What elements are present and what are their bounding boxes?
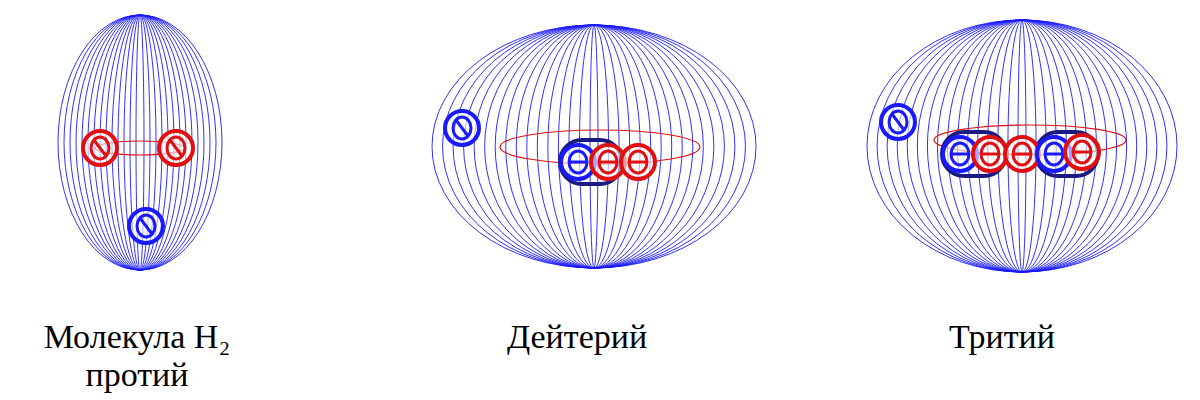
figure-caption: Тритий xyxy=(852,318,1152,356)
nucleus-capsule xyxy=(1036,132,1098,176)
electron-symbol xyxy=(129,209,163,243)
field-line xyxy=(937,20,1106,272)
electron-symbol xyxy=(881,105,915,139)
field-line xyxy=(443,25,746,268)
proton-symbol xyxy=(159,131,193,165)
field-line xyxy=(516,25,671,268)
field-line xyxy=(76,15,204,270)
electron-symbol xyxy=(445,111,479,145)
field-line xyxy=(58,15,222,270)
nucleus-capsule xyxy=(942,132,1006,176)
field-line xyxy=(474,25,714,268)
proton-symbol xyxy=(973,137,1007,171)
field-line xyxy=(917,20,1126,272)
field-line xyxy=(897,20,1147,272)
field-line xyxy=(485,25,704,268)
field-line xyxy=(527,25,661,268)
proton-symbol xyxy=(1005,137,1039,171)
field-line xyxy=(506,25,683,268)
field-line xyxy=(877,20,1167,272)
field-line xyxy=(927,20,1116,272)
field-line xyxy=(590,25,598,268)
field-line xyxy=(968,20,1077,272)
field-lines xyxy=(58,15,222,270)
field-line xyxy=(118,15,162,270)
field-line xyxy=(432,25,756,268)
field-line xyxy=(453,25,735,268)
field-line xyxy=(70,15,210,270)
field-lines xyxy=(867,20,1177,272)
field-line xyxy=(907,20,1136,272)
figure-caption: Молекула H₂ протий xyxy=(22,318,252,394)
field-line xyxy=(558,25,629,268)
field-line xyxy=(464,25,725,268)
field-line xyxy=(495,25,693,268)
field-line xyxy=(887,20,1157,272)
field-line xyxy=(64,15,216,270)
field-line xyxy=(82,15,198,270)
proton-symbol xyxy=(621,145,655,179)
field-line xyxy=(867,20,1177,272)
field-line xyxy=(548,25,640,268)
figure-caption: Дейтерий xyxy=(427,318,727,356)
field-lines xyxy=(432,25,756,268)
proton-symbol xyxy=(1065,135,1099,169)
proton-symbol xyxy=(83,131,117,165)
